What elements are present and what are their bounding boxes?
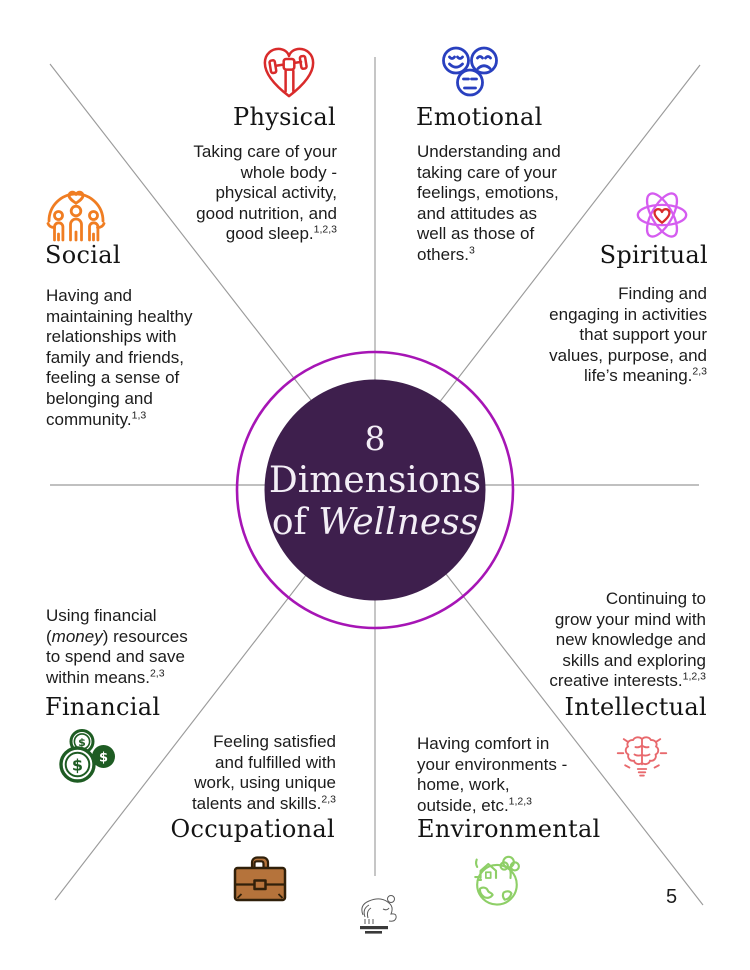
environmental-description: Having comfort in your environments - ho… xyxy=(417,734,568,815)
briefcase-icon xyxy=(233,856,287,902)
mascot-sketch-logo xyxy=(360,895,397,934)
center-circle xyxy=(264,379,486,601)
svg-text:$: $ xyxy=(78,736,86,749)
brain-bulb-icon xyxy=(616,736,668,777)
spiritual-title: Spiritual xyxy=(599,241,708,269)
social-title: Social xyxy=(45,241,121,269)
center-number: 8 xyxy=(364,419,386,458)
svg-text:$: $ xyxy=(72,756,83,775)
financial-description: Using financial (money) resources to spe… xyxy=(46,606,188,687)
svg-text:$: $ xyxy=(99,751,108,766)
financial-title: Financial xyxy=(45,693,161,721)
social-description: Having and maintaining healthy relations… xyxy=(46,286,193,429)
intellectual-description: Continuing to grow your mind with new kn… xyxy=(549,589,706,691)
center-title: 8 Dimensions of Wellness xyxy=(255,417,495,544)
outer-ring xyxy=(235,350,515,630)
physical-title: Physical xyxy=(233,103,336,131)
emotional-title: Emotional xyxy=(416,103,543,131)
atom-heart-icon xyxy=(636,192,688,238)
center-word-wellness: of Wellness xyxy=(271,502,479,543)
dollar-coins-icon: $ $ $ xyxy=(59,729,115,783)
intellectual-title: Intellectual xyxy=(564,693,707,721)
spiritual-description: Finding and engaging in activities that … xyxy=(549,284,707,386)
family-heart-icon xyxy=(46,190,106,242)
occupational-description: Feeling satisfied and fulfilled with wor… xyxy=(191,732,336,813)
page-number: 5 xyxy=(666,886,678,908)
physical-description: Taking care of your whole body - physica… xyxy=(193,142,337,244)
center-word-dimensions: Dimensions xyxy=(268,460,482,501)
three-faces-icon xyxy=(442,46,498,97)
environmental-title: Environmental xyxy=(417,815,601,843)
earth-home-icon xyxy=(474,855,520,906)
heart-dumbbell-icon xyxy=(263,47,315,98)
occupational-title: Occupational xyxy=(170,815,335,843)
emotional-description: Understanding and taking care of your fe… xyxy=(417,142,561,264)
